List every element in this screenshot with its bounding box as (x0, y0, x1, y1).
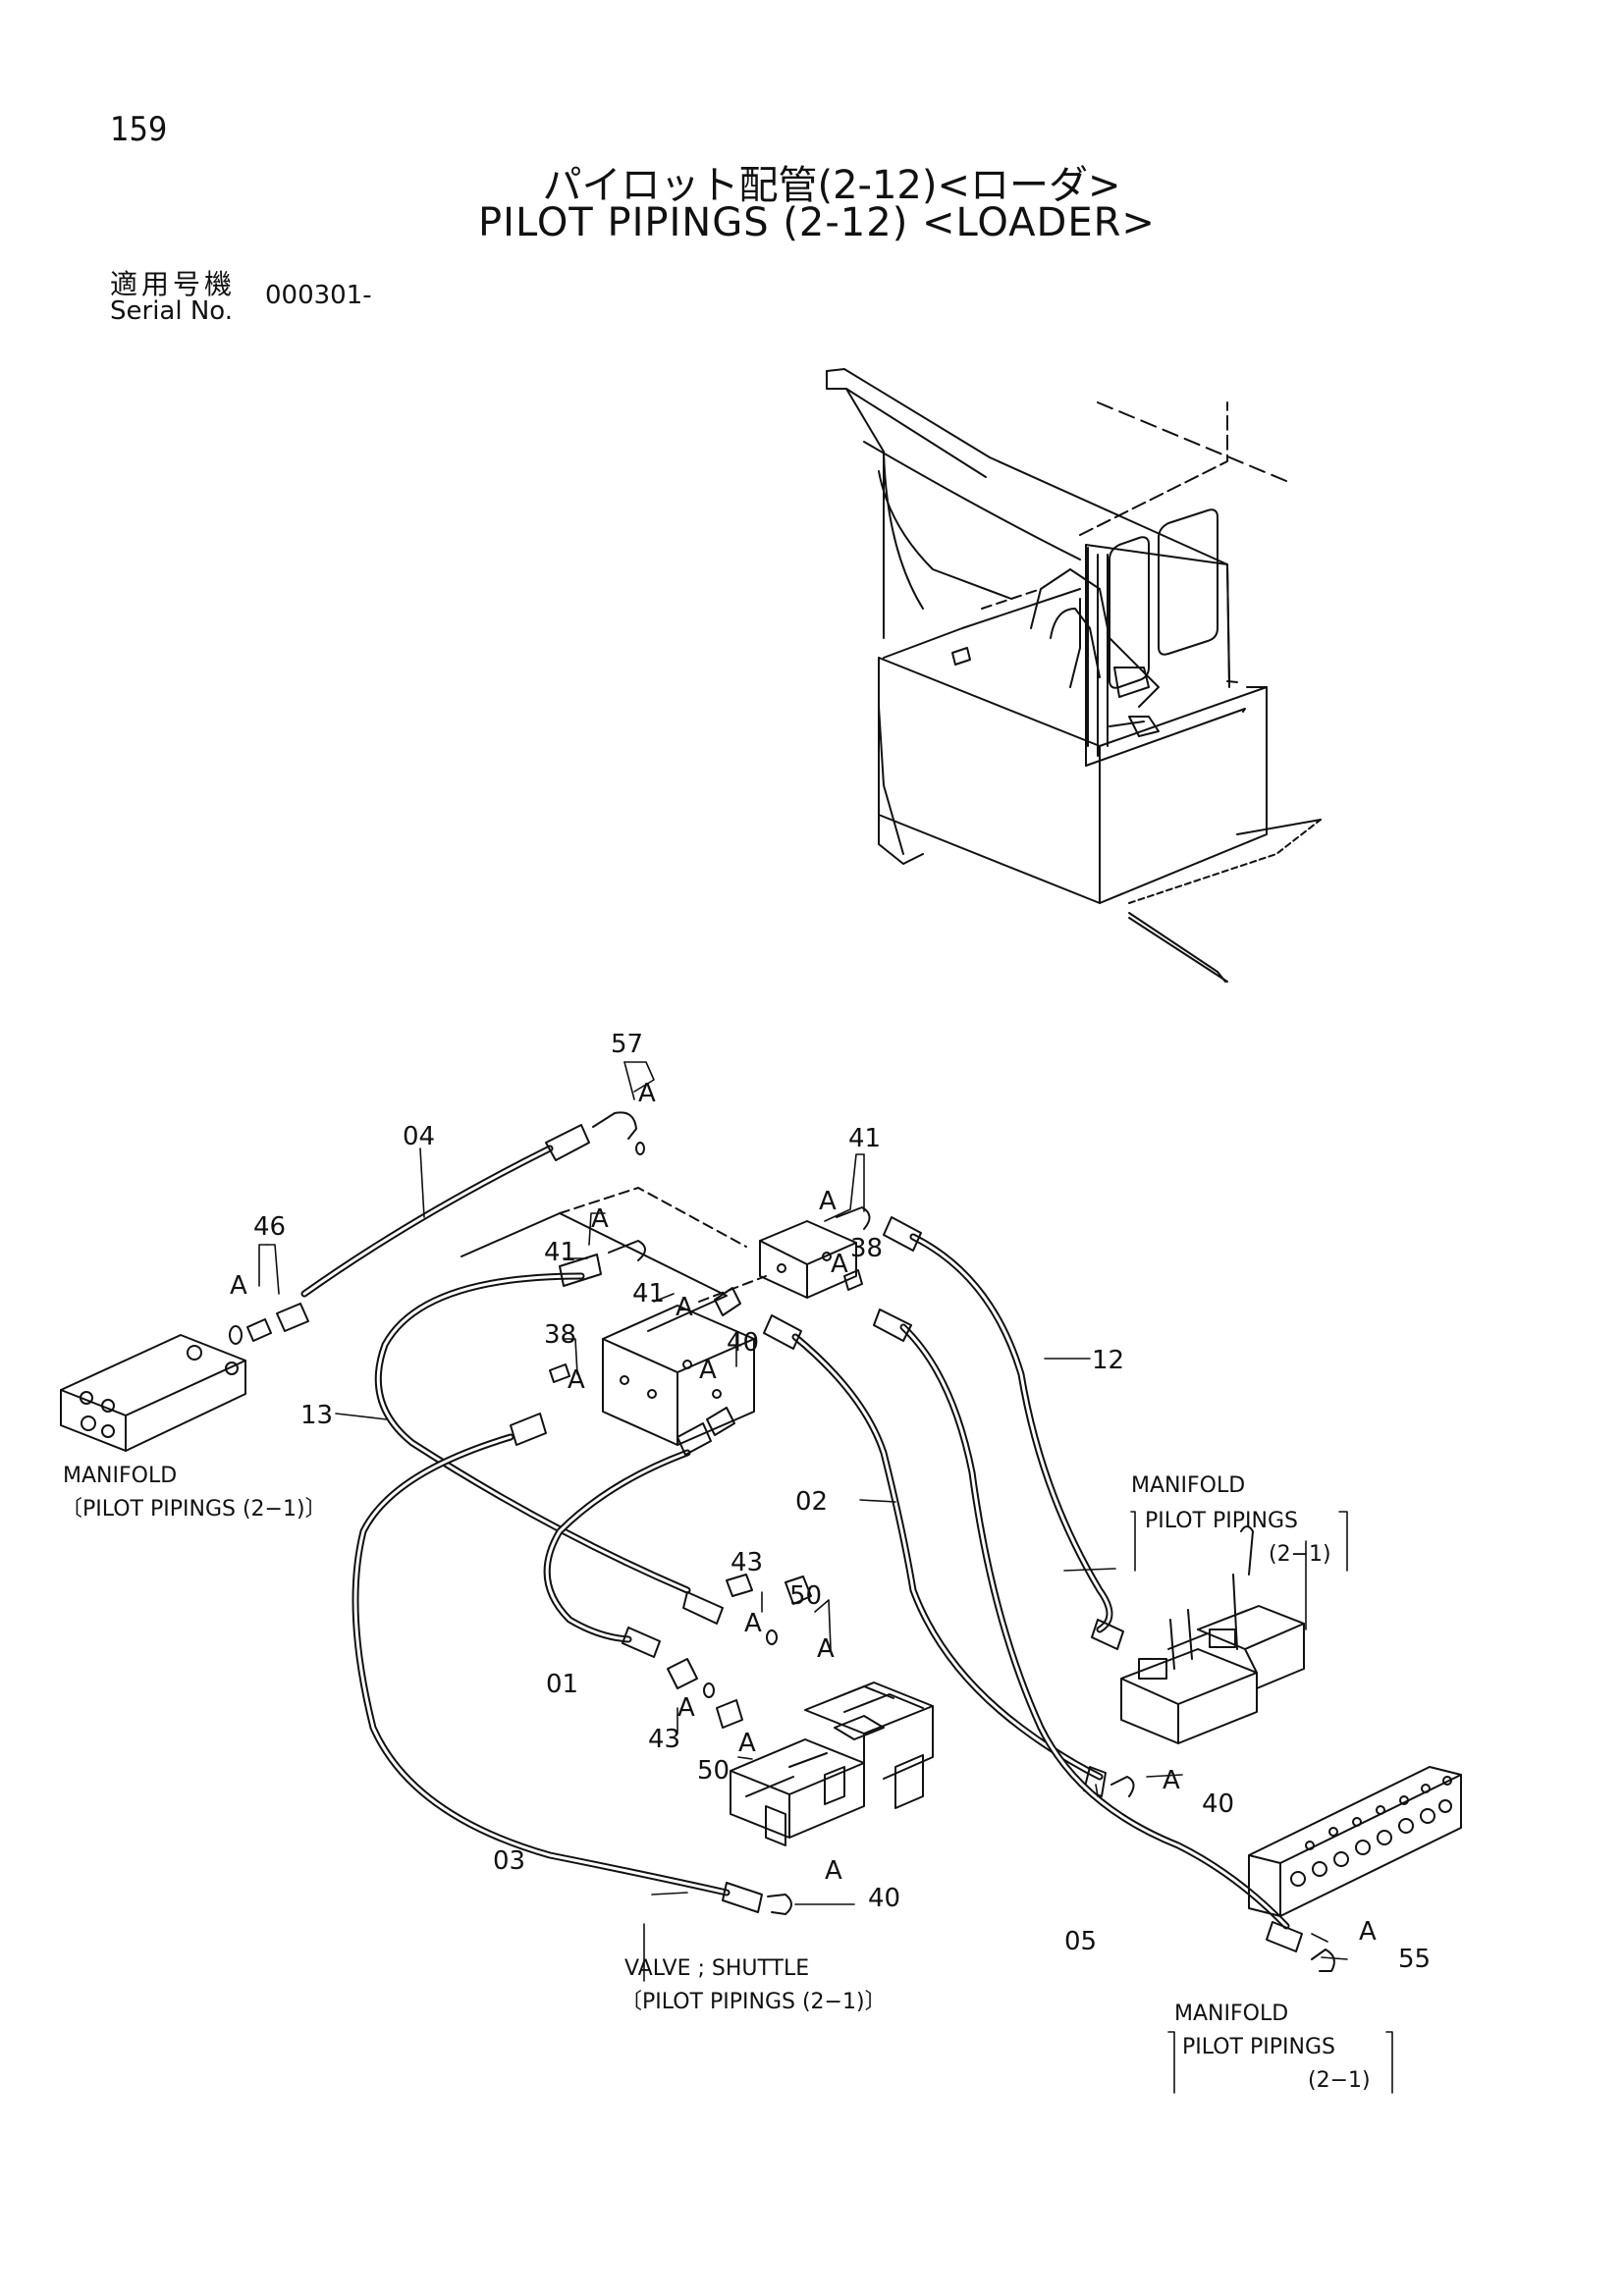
right-manifold-valves (1120, 1525, 1305, 1744)
hose-04 (300, 1111, 637, 1298)
bottom-right-manifold (1248, 1766, 1462, 1972)
serial-number-value: 000301- (265, 281, 372, 310)
reference-notes: MANIFOLD 〔PILOT PIPINGS (2−1)〕 MANIFOLD … (61, 1464, 1371, 2093)
part-label-40-right: 40 (1202, 1789, 1234, 1819)
left-manifold (60, 1334, 246, 1452)
part-label-13: 13 (300, 1401, 333, 1430)
note-left-manifold-title: MANIFOLD (63, 1464, 177, 1488)
small-fittings (549, 1142, 1135, 1797)
marker-a: A (744, 1609, 762, 1638)
marker-a: A (638, 1079, 656, 1108)
marker-a: A (738, 1729, 756, 1758)
marker-a: A (1359, 1917, 1377, 1947)
hose-01 (543, 1422, 712, 1658)
marker-a: A (677, 1693, 695, 1723)
hose-12 (883, 1216, 1124, 1650)
serial-label-japanese: 適用号機 (110, 268, 237, 300)
note-right-manifold-title: MANIFOLD (1131, 1473, 1245, 1498)
marker-a: A (1163, 1766, 1180, 1795)
marker-a: A (825, 1856, 842, 1886)
page-number: 159 (110, 110, 168, 149)
part-label-43-upper: 43 (731, 1548, 763, 1577)
note-bottom-manifold-ref: PILOT PIPINGS (1182, 2035, 1335, 2059)
fitting-46 (229, 1303, 309, 1345)
marker-a: A (831, 1250, 848, 1279)
part-label-41-center: 41 (632, 1279, 665, 1308)
marker-a: A (699, 1356, 717, 1385)
part-label-04: 04 (403, 1122, 435, 1151)
marker-a: A (568, 1365, 585, 1395)
cab-illustration (826, 368, 1322, 983)
part-label-50-upper: 50 (789, 1581, 822, 1611)
note-right-manifold-ref: PILOT PIPINGS (1145, 1509, 1298, 1533)
part-label-01: 01 (546, 1670, 578, 1699)
marker-a: A (230, 1271, 247, 1301)
part-label-43-lower: 43 (648, 1725, 680, 1754)
note-right-manifold-ref-num: (2−1) (1269, 1542, 1331, 1567)
hose-05 (873, 1308, 1303, 1952)
part-label-38-upper: 38 (850, 1234, 883, 1263)
part-label-38-left: 38 (544, 1320, 576, 1350)
marker-a: A (591, 1204, 609, 1234)
page-title-english: PILOT PIPINGS (2-12) <LOADER> (478, 200, 1156, 245)
hose-03 (352, 1413, 792, 1915)
shuttle-valve-assembly (730, 1682, 934, 1846)
marker-a: A (819, 1187, 837, 1216)
part-label-40-bottom: 40 (868, 1884, 900, 1913)
leader-lines (258, 1061, 1348, 1960)
part-label-03: 03 (493, 1846, 525, 1876)
page-title-japanese: パイロット配管(2-12)<ローダ> (542, 163, 1121, 208)
part-label-46: 46 (253, 1212, 286, 1242)
part-label-40-center: 40 (727, 1328, 759, 1358)
marker-a: A (817, 1634, 835, 1664)
part-label-12: 12 (1092, 1346, 1124, 1375)
part-numbers: 57 04 46 41 41 41 38 38 40 40 40 12 13 0… (253, 1030, 1431, 1974)
part-label-57: 57 (611, 1030, 643, 1059)
part-label-41-middle: 41 (544, 1238, 576, 1267)
serial-label-english: Serial No. (110, 296, 233, 326)
marker-a: A (676, 1293, 693, 1322)
note-left-manifold-ref: 〔PILOT PIPINGS (2−1)〕 (61, 1497, 327, 1522)
note-bottom-manifold-title: MANIFOLD (1174, 2002, 1288, 2026)
note-valve-shuttle-title: VALVE ; SHUTTLE (624, 1956, 809, 1981)
part-label-55: 55 (1398, 1945, 1431, 1974)
part-label-41-top: 41 (848, 1124, 881, 1153)
note-valve-shuttle-ref: 〔PILOT PIPINGS (2−1)〕 (621, 1990, 887, 2014)
part-label-02: 02 (795, 1487, 828, 1517)
section-a-markers: A A A A A A A A A A A A A A A (230, 1079, 1377, 1947)
part-label-05: 05 (1064, 1927, 1097, 1956)
hose-02 (763, 1314, 1107, 1797)
part-label-50-lower: 50 (697, 1756, 730, 1786)
note-brackets (643, 1511, 1393, 2094)
note-bottom-manifold-ref-num: (2−1) (1308, 2068, 1371, 2093)
